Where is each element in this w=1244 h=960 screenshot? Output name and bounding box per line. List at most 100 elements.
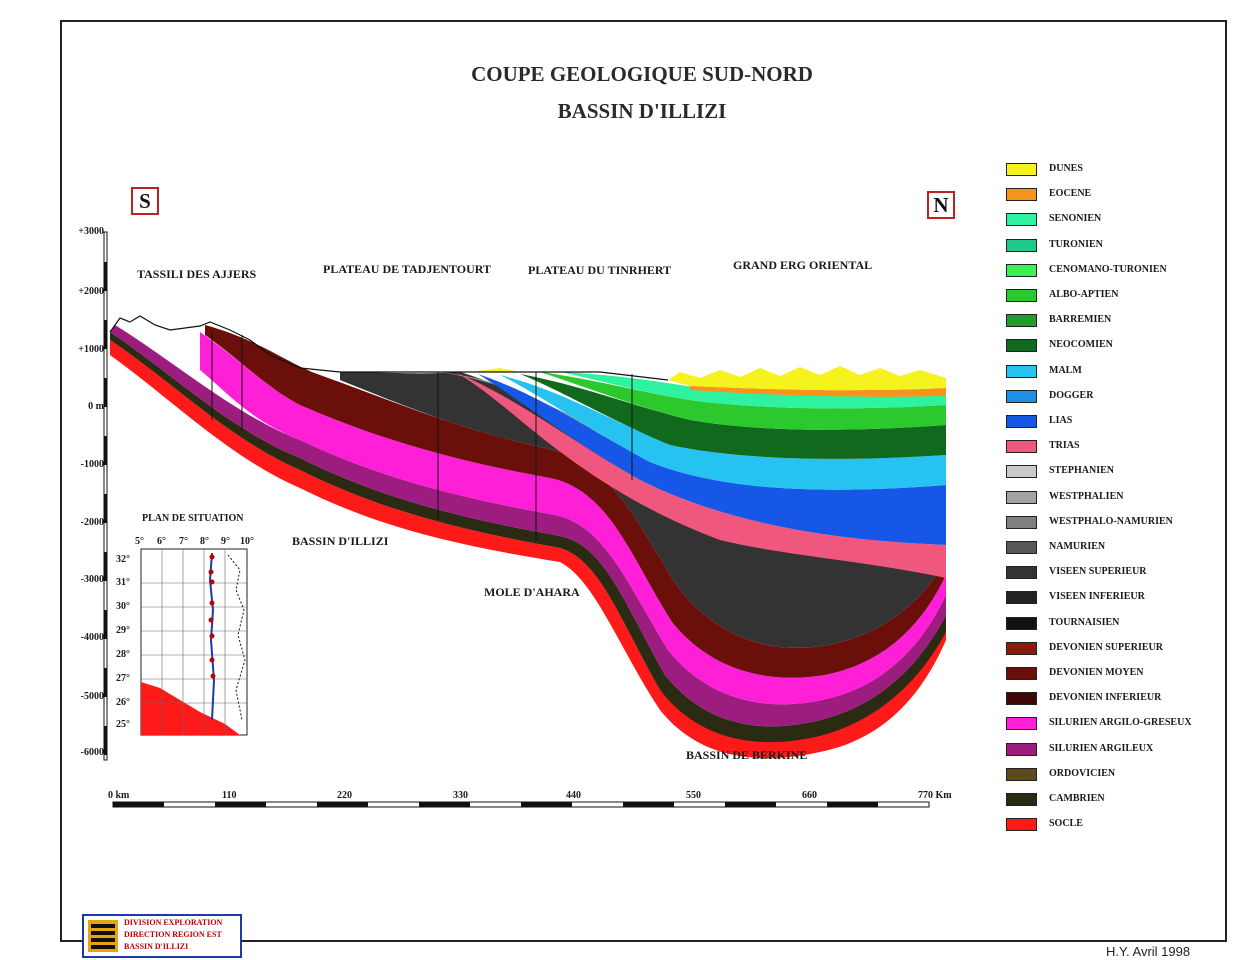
legend-label: SOCLE [1049, 818, 1083, 830]
inset-latitude: 25° [116, 719, 130, 730]
region-erg: GRAND ERG ORIENTAL [733, 258, 873, 272]
legend-label: EOCENE [1049, 188, 1092, 200]
logo-stripe [91, 945, 115, 949]
inset-longitude: 6° [157, 536, 166, 547]
legend-swatch [1006, 717, 1037, 731]
situation-map [140, 548, 248, 736]
layer-socle [110, 340, 946, 759]
depth-label: +1000 [78, 344, 104, 355]
legend-label: ORDOVICIEN [1049, 767, 1116, 779]
legend-label: TURONIEN [1049, 238, 1103, 250]
distance-label: 330 [453, 790, 468, 801]
legend-label: WESTPHALO-NAMURIEN [1049, 515, 1173, 527]
legend-swatch [1006, 793, 1037, 806]
logo-line-2: DIRECTION REGION EST [124, 930, 222, 939]
region-tinrhert: PLATEAU DU TINRHERT [528, 263, 672, 277]
legend-swatch [1006, 541, 1037, 554]
depth-label: +3000 [78, 226, 104, 237]
depth-label: -3000 [80, 574, 104, 585]
legend-swatch [1006, 641, 1037, 655]
page-subtitle: BASSIN D'ILLIZI [557, 99, 727, 123]
legend-label: CAMBRIEN [1049, 793, 1105, 804]
logo-stripe [91, 938, 115, 942]
depth-label: -6000 [80, 747, 104, 758]
legend-label: WESTPHALIEN [1049, 490, 1124, 502]
legend-swatch [1006, 289, 1037, 302]
distance-label: 550 [686, 790, 701, 801]
south-marker: S [131, 187, 159, 215]
legend-label: DOGGER [1049, 389, 1094, 401]
depth-label: +2000 [78, 286, 104, 297]
layer-silurien-argilo-greseux [200, 332, 946, 705]
inset-latitude: 26° [116, 697, 130, 708]
legend-swatch [1006, 389, 1037, 403]
legend-label: DEVONIEN SUPERIEUR [1049, 641, 1163, 653]
legend-label: DUNES [1049, 163, 1083, 174]
region-ahara: MOLE D'AHARA [484, 585, 580, 599]
wells [211, 332, 633, 540]
legend-label: ALBO-APTIEN [1049, 289, 1119, 300]
inset-latitude: 29° [116, 625, 130, 636]
logo-line-1: DIVISION EXPLORATION [124, 918, 223, 927]
depth-label: -1000 [80, 459, 104, 470]
layer-dunes [668, 366, 946, 391]
legend-swatch [1006, 767, 1037, 781]
layer-eocene [690, 386, 946, 397]
layer-cambro-ordovicien [110, 332, 946, 743]
legend-label: DEVONIEN INFERIEUR [1049, 692, 1162, 704]
logo-mark [88, 920, 118, 952]
legend-swatch [1006, 465, 1037, 479]
legend-label: TRIAS [1049, 440, 1080, 452]
region-illizi: BASSIN D'ILLIZI [292, 534, 389, 548]
depth-label: -4000 [80, 632, 104, 643]
distance-label: 770 Km [918, 790, 952, 801]
layer-dunes-tinrhert [470, 368, 520, 372]
legend-swatch [1006, 188, 1037, 202]
legend-swatch [1006, 490, 1037, 504]
layer-albo-barremien [540, 372, 946, 430]
legend-swatch [1006, 163, 1037, 176]
topography-line [109, 315, 669, 381]
inset-longitude: 10° [240, 536, 254, 547]
legend-label: SENONIEN [1049, 213, 1102, 225]
legend-swatch [1006, 238, 1037, 252]
legend-label: BARREMIEN [1049, 314, 1112, 326]
legend-label: SILURIEN ARGILO-GRESEUX [1049, 717, 1192, 729]
page-title: COUPE GEOLOGIQUE SUD-NORD [471, 62, 813, 86]
inset-longitude: 5° [135, 536, 144, 547]
layer-carbonifere [340, 372, 946, 648]
inset-latitude: 32° [116, 554, 130, 565]
layer-malm-dogger [500, 375, 946, 490]
distance-label: 220 [337, 790, 352, 801]
legend-swatch [1006, 440, 1037, 454]
legend-swatch [1006, 667, 1037, 680]
layer-devonien [205, 325, 946, 678]
layer-trias [455, 372, 946, 578]
legend-label: STEPHANIEN [1049, 465, 1115, 477]
legend-swatch [1006, 339, 1037, 353]
author-date: H.Y. Avril 1998 [1106, 944, 1191, 959]
legend-label: VISEEN INFERIEUR [1049, 591, 1145, 603]
legend-swatch [1006, 263, 1037, 277]
distance-label: 440 [566, 790, 581, 801]
inset-title: PLAN DE SITUATION [142, 513, 244, 524]
layer-neocomien [520, 374, 946, 459]
legend-label: NAMURIEN [1049, 541, 1106, 552]
depth-label: 0 m [88, 401, 104, 412]
inset-longitude: 8° [200, 536, 209, 547]
inset-latitude: 31° [116, 577, 130, 588]
inset-latitude: 27° [116, 673, 130, 684]
legend-swatch [1006, 818, 1037, 832]
inset-latitude: 28° [116, 649, 130, 660]
legend-label: LIAS [1049, 415, 1073, 426]
logo-stripe [91, 931, 115, 935]
layer-lias [478, 374, 946, 545]
region-tadjentourt: PLATEAU DE TADJENTOURT [323, 262, 492, 276]
legend-swatch [1006, 692, 1037, 706]
legend-swatch [1006, 364, 1037, 378]
legend-swatch [1006, 742, 1037, 756]
distance-label: 0 km [108, 790, 130, 801]
region-tassili: TASSILI DES AJJERS [137, 267, 257, 281]
inset-longitude: 7° [179, 536, 188, 547]
